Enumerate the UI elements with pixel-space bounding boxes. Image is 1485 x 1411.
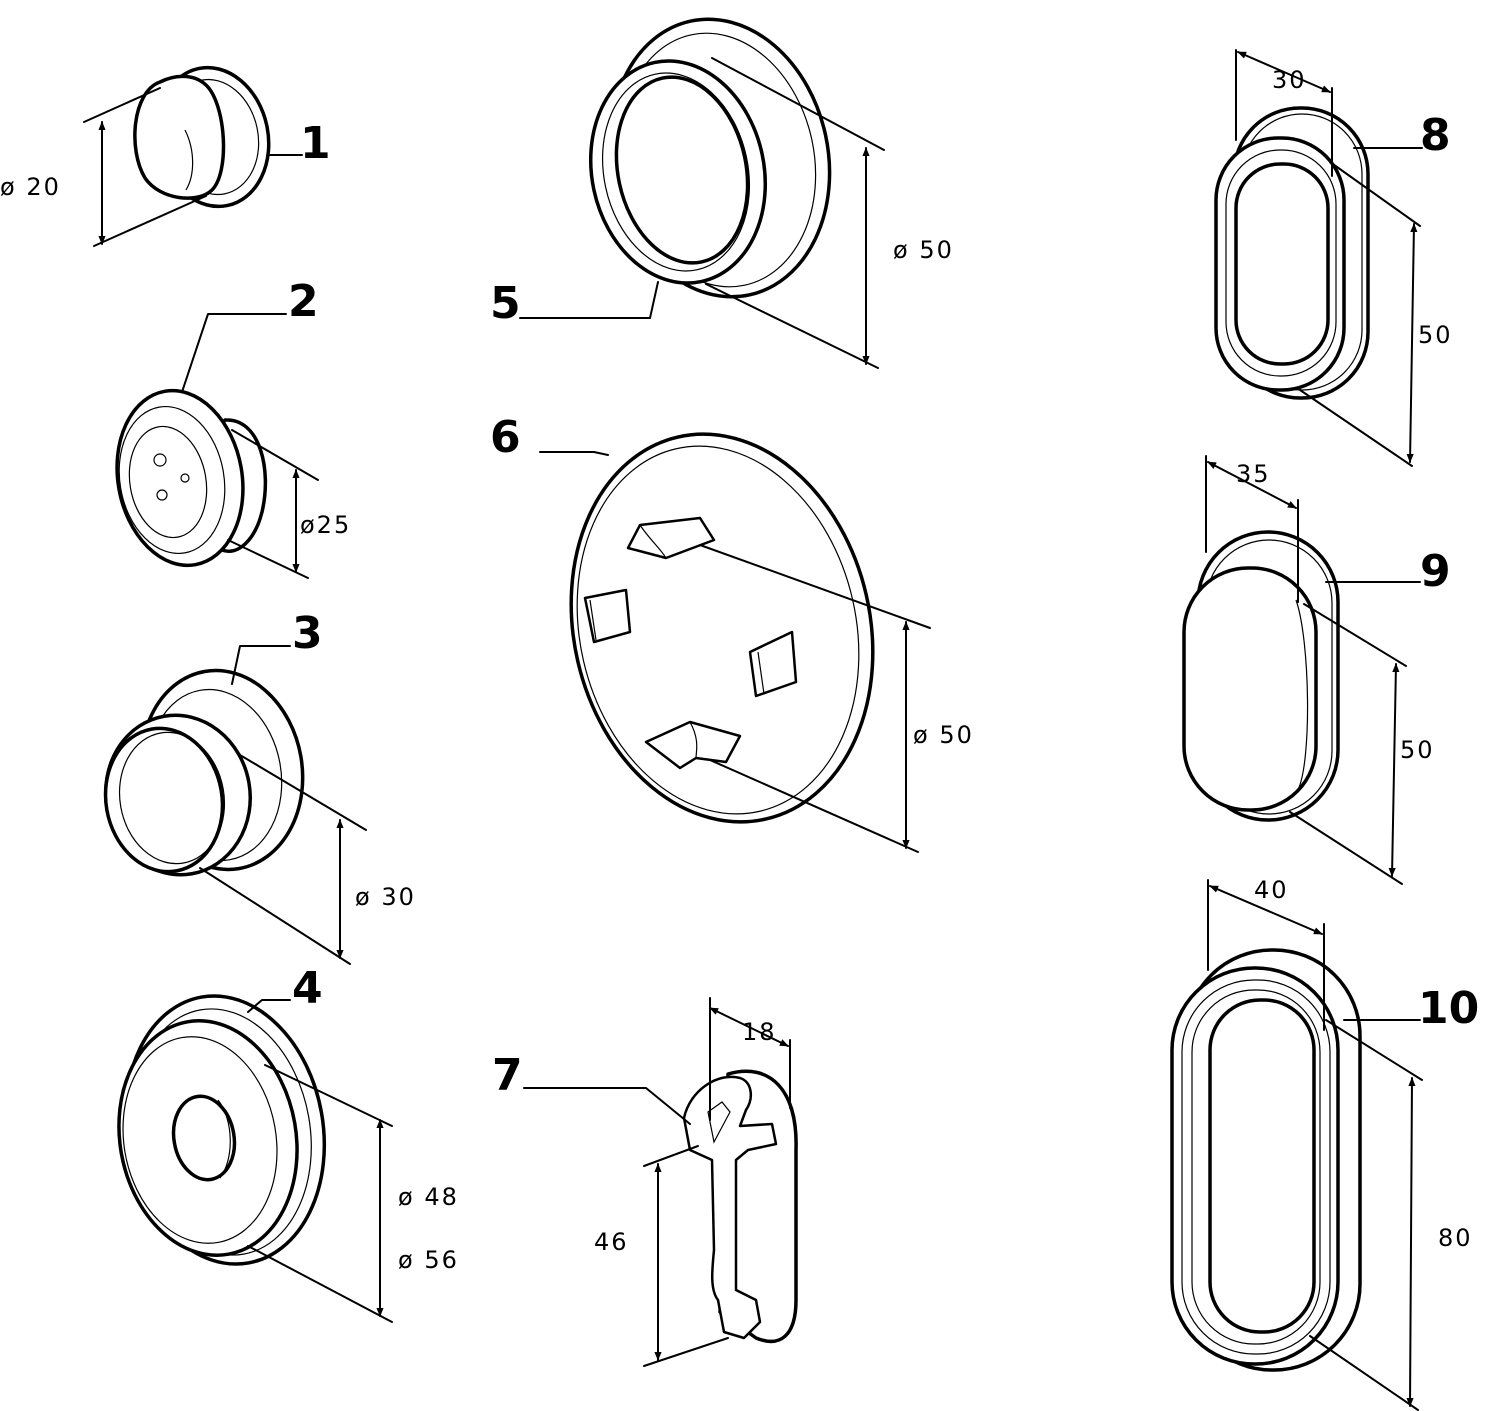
part-1-number: 1	[300, 118, 331, 169]
part-6-diameter-label: ø 50	[913, 721, 974, 749]
part-7-height-label: 46	[594, 1228, 629, 1256]
part-5-large-ring: 5 ø 50	[490, 17, 954, 369]
part-4-number: 4	[292, 963, 323, 1014]
part-7-number: 7	[492, 1050, 523, 1101]
part-10-large-oval: 10 40 80	[1170, 876, 1479, 1411]
part-3-diameter-label: ø 30	[355, 883, 416, 911]
part-4-inner-diameter-label: ø 48	[398, 1183, 459, 1211]
part-9-height-label: 50	[1400, 736, 1435, 764]
part-4-outer-diameter-label: ø 56	[398, 1246, 459, 1274]
part-10-height-label: 80	[1438, 1224, 1473, 1252]
part-3-number: 3	[292, 608, 323, 659]
part-9-width-label: 35	[1236, 460, 1271, 488]
part-3-ring-grommet: 3 ø 30	[103, 608, 416, 965]
part-1-diameter-label: ø 20	[0, 173, 61, 201]
part-7-width-label: 18	[742, 1018, 777, 1046]
part-6-blank-disc: 6 ø 50	[490, 412, 974, 853]
part-2-number: 2	[288, 276, 319, 327]
part-6-number: 6	[490, 412, 521, 463]
part-4-stepped-grommet: 4 ø 48 ø 56	[117, 963, 459, 1323]
part-2-grommet: 2 ø25	[115, 276, 351, 579]
part-5-number: 5	[490, 278, 521, 329]
part-7-cable-clip: 7 18 46	[492, 997, 798, 1367]
part-8-width-label: 30	[1272, 66, 1307, 94]
part-8-small-oval: 8 30 50	[1214, 49, 1453, 467]
part-1-blind-plug: 1 ø 20	[0, 65, 331, 247]
part-9-oval-blind: 9 35 50	[1182, 455, 1451, 885]
part-5-diameter-label: ø 50	[893, 236, 954, 264]
part-8-number: 8	[1420, 110, 1451, 161]
part-10-number: 10	[1418, 983, 1479, 1034]
part-9-number: 9	[1420, 546, 1451, 597]
part-10-width-label: 40	[1254, 876, 1289, 904]
part-8-height-label: 50	[1418, 321, 1453, 349]
part-2-diameter-label: ø25	[300, 511, 351, 539]
